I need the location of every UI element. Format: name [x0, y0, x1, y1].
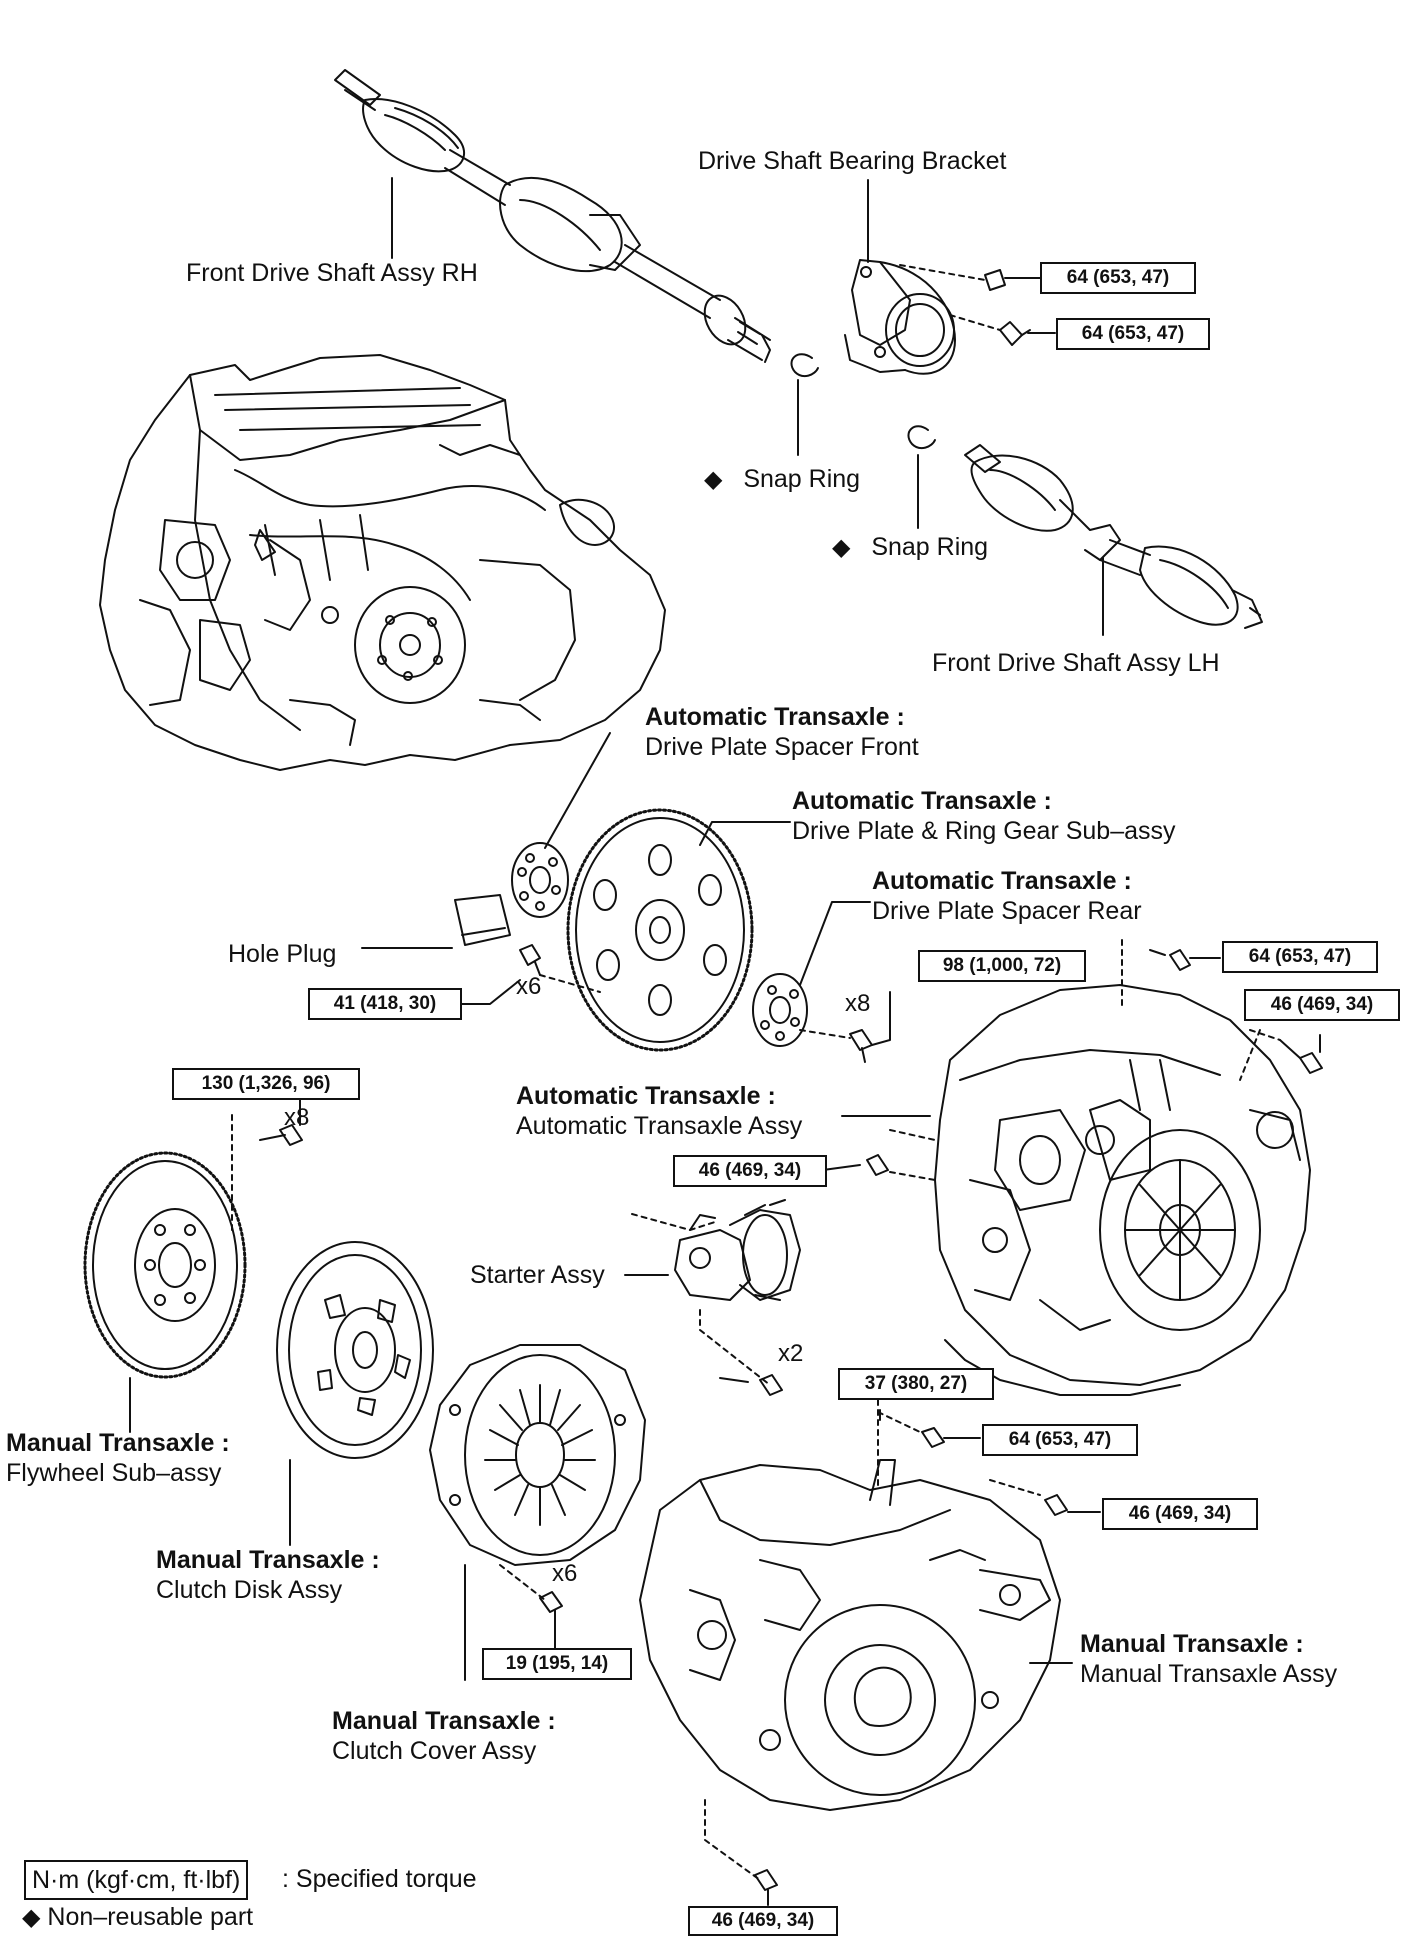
- label-name: Drive Plate Spacer Front: [645, 733, 919, 761]
- torque-box: 46 (469, 34): [1244, 989, 1400, 1021]
- quantity-label: x2: [778, 1340, 804, 1367]
- label-at-drive-plate: Automatic Transaxle : Drive Plate & Ring…: [792, 786, 1176, 846]
- label-prefix: Manual Transaxle :: [156, 1546, 380, 1574]
- label-name: Manual Transaxle Assy: [1080, 1660, 1338, 1688]
- torque-box: 19 (195, 14): [482, 1648, 632, 1680]
- torque-box: 46 (469, 34): [1102, 1498, 1258, 1530]
- label-name: Drive Plate Spacer Rear: [872, 897, 1142, 925]
- clutch-cover-drawing: [429, 1344, 646, 1566]
- snap-rings: [790, 353, 936, 450]
- torque-box: 64 (653, 47): [1222, 941, 1378, 973]
- quantity-label: x8: [845, 990, 871, 1017]
- drive-shaft-lh-drawing: [964, 444, 1263, 629]
- drive-plate-drawing: [566, 808, 754, 1052]
- quantity-label: x6: [516, 973, 542, 1000]
- torque-box: 46 (469, 34): [688, 1906, 838, 1936]
- manual-transaxle-drawing: [639, 1459, 1061, 1811]
- label-name: Clutch Disk Assy: [156, 1576, 343, 1604]
- label-mt-clutch-cover: Manual Transaxle : Clutch Cover Assy: [332, 1706, 556, 1766]
- drive-shaft-rh-drawing: [334, 69, 771, 363]
- label-name: Automatic Transaxle Assy: [516, 1112, 803, 1140]
- label-bearing-bracket: Drive Shaft Bearing Bracket: [698, 147, 1007, 175]
- clutch-disk-drawing: [276, 1241, 434, 1459]
- label-mt-flywheel: Manual Transaxle : Flywheel Sub–assy: [6, 1428, 230, 1488]
- label-name: Flywheel Sub–assy: [6, 1459, 222, 1487]
- label-hole-plug: Hole Plug: [228, 940, 337, 968]
- label-mt-clutch-disk: Manual Transaxle : Clutch Disk Assy: [156, 1545, 380, 1605]
- label-prefix: Automatic Transaxle :: [516, 1082, 776, 1110]
- label-snap-ring-2: ◆ Snap Ring: [832, 533, 989, 561]
- label-at-transaxle: Automatic Transaxle : Automatic Transaxl…: [516, 1081, 802, 1141]
- label-prefix: Manual Transaxle :: [1080, 1630, 1304, 1658]
- non-reusable-icon: ◆: [704, 466, 723, 493]
- label-snap-ring-1: ◆ Snap Ring: [704, 465, 861, 493]
- legend-non-reusable-text: Non–reusable part: [47, 1903, 254, 1931]
- non-reusable-icon: ◆: [22, 1904, 41, 1931]
- label-at-spacer-front: Automatic Transaxle : Drive Plate Spacer…: [645, 702, 919, 762]
- spacer-rear-drawing: [752, 973, 808, 1047]
- label-mt-transaxle: Manual Transaxle : Manual Transaxle Assy: [1080, 1629, 1337, 1689]
- label-name: Drive Plate & Ring Gear Sub–assy: [792, 817, 1176, 845]
- quantity-label: x6: [552, 1560, 578, 1587]
- flywheel-drawing: [83, 1151, 247, 1379]
- quantity-label: x8: [284, 1104, 310, 1131]
- bearing-bracket-drawing: [844, 259, 956, 375]
- torque-box: 130 (1,326, 96): [172, 1068, 360, 1100]
- torque-box: 46 (469, 34): [673, 1155, 827, 1187]
- legend-non-reusable: ◆ Non–reusable part: [22, 1902, 253, 1933]
- label-prefix: Manual Transaxle :: [6, 1429, 230, 1457]
- label-prefix: Automatic Transaxle :: [792, 787, 1052, 815]
- legend-torque-box: N·m (kgf·cm, ft·lbf): [24, 1860, 249, 1900]
- hole-plug-drawing: [454, 894, 511, 946]
- automatic-transaxle-drawing: [934, 984, 1311, 1396]
- torque-box: 64 (653, 47): [982, 1424, 1138, 1456]
- label-name: Clutch Cover Assy: [332, 1737, 537, 1765]
- label-at-spacer-rear: Automatic Transaxle : Drive Plate Spacer…: [872, 866, 1142, 926]
- torque-box: 64 (653, 47): [1056, 318, 1210, 350]
- engine-drawing: [99, 354, 666, 771]
- legend-torque-text: : Specified torque: [282, 1865, 477, 1893]
- label-starter: Starter Assy: [470, 1261, 605, 1289]
- spacer-front-drawing: [511, 842, 569, 918]
- torque-box: 64 (653, 47): [1040, 262, 1196, 294]
- label-drive-shaft-rh: Front Drive Shaft Assy RH: [186, 259, 478, 287]
- starter-drawing: [674, 1199, 801, 1301]
- label-prefix: Manual Transaxle :: [332, 1707, 556, 1735]
- torque-box: 98 (1,000, 72): [918, 950, 1086, 982]
- torque-box: 41 (418, 30): [308, 988, 462, 1020]
- label-drive-shaft-lh: Front Drive Shaft Assy LH: [932, 649, 1220, 677]
- torque-box: 37 (380, 27): [838, 1368, 994, 1400]
- label-prefix: Automatic Transaxle :: [645, 703, 905, 731]
- bracket-bolts: [899, 264, 1031, 346]
- label-prefix: Automatic Transaxle :: [872, 867, 1132, 895]
- non-reusable-icon: ◆: [832, 534, 851, 561]
